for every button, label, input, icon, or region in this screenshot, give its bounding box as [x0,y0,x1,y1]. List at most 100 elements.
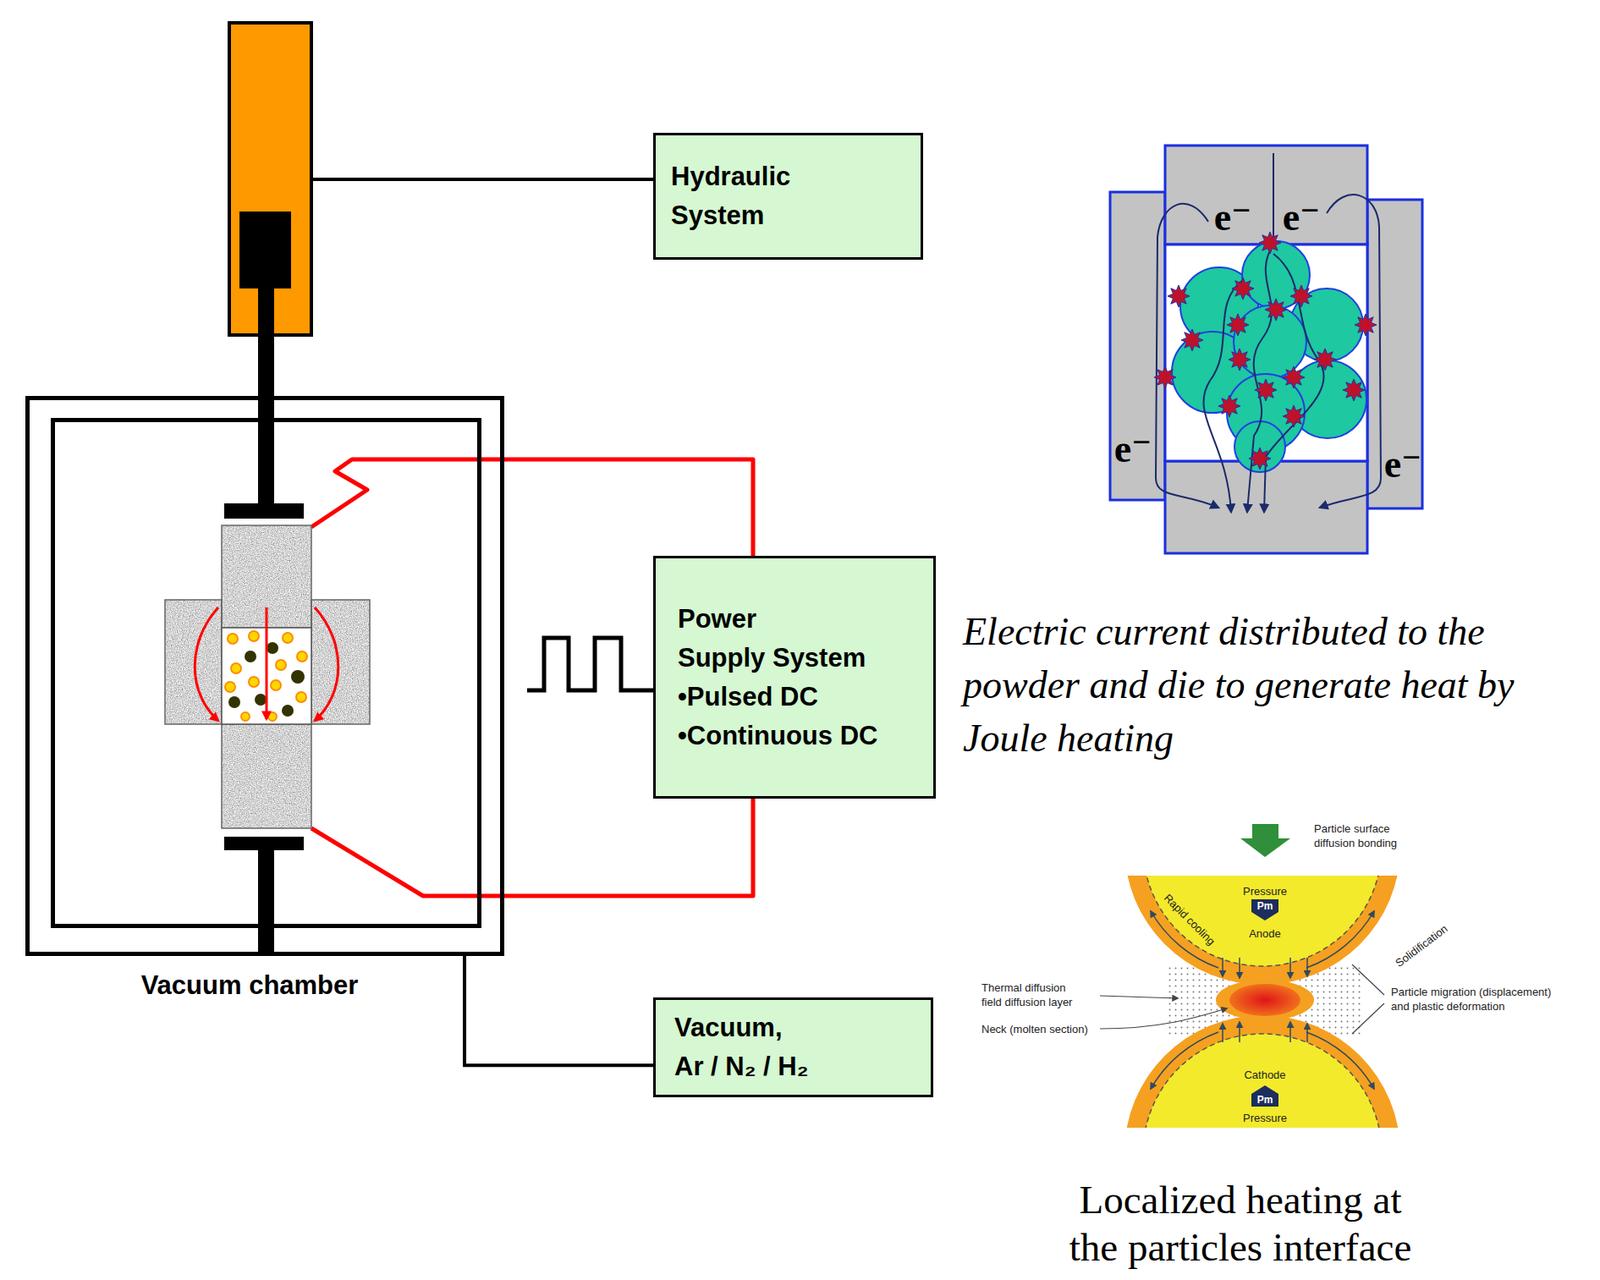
contact-spark [1342,379,1365,402]
label-anchor: Pressure [1242,884,1287,899]
die-wall [1367,199,1423,509]
pressure-badge [1251,1085,1279,1107]
node-title: Hydraulic System [670,157,791,236]
electron-symbol: e⁻ [1282,197,1321,237]
upper-platen [224,503,304,519]
annotation: Particle migration (displacement) and pl… [1391,984,1551,1014]
electron-symbol: e⁻ [1214,197,1253,237]
particle-core [1143,1033,1382,1128]
annotation: Thermal diffusion field diffusion layer [981,980,1073,1010]
connector [464,956,654,1066]
particle-boundary [1143,1033,1382,1128]
current-arrow [265,607,269,720]
annotation: Pressure [1242,884,1287,899]
annotation: Pressure [1242,1110,1287,1126]
power-wire [311,798,754,897]
flow-arrow [1306,957,1309,977]
label-anchor: Neck (molten section) [981,1022,1089,1037]
label-anchor: e⁻ [1282,197,1321,237]
contact-spark [1226,313,1249,336]
punch-outline [221,724,312,829]
powder-particle-dark [228,696,241,709]
lower-punch [221,724,312,829]
text-line: Joule heating [962,711,1515,765]
powder-particle-dark [244,650,257,663]
cathode-particle [1124,1015,1401,1128]
contact-spark [1282,366,1305,389]
current-arrow [194,607,219,721]
powder-particle [268,712,277,721]
press-rod [258,850,275,957]
pressure-badge [1251,899,1279,921]
flow-arrow [1221,957,1224,977]
node-item: •Continuous DC [677,716,878,756]
label-anchor: e⁻ [1114,429,1153,469]
text-line: Vacuum, [674,1008,809,1048]
caption: Electric current distributed to the powd… [962,604,1515,765]
flow-arrow [1150,1032,1219,1089]
particle [1234,421,1286,473]
contact-spark [1254,379,1277,402]
contact-spark [1259,231,1282,254]
text-line: Hydraulic [670,157,791,197]
particle-shell [1124,1015,1401,1128]
electrode-label: Cathode [1243,1067,1286,1083]
label-anchor: Pm [1257,900,1274,913]
contact-spark [1314,348,1337,371]
label-anchor: Anode [1248,926,1282,941]
chamber-inner-wall [50,417,482,929]
flow-arrow [1306,1023,1309,1043]
text-line: Ar / N₂ / H₂ [674,1047,809,1087]
flow-arrow [1289,957,1292,979]
particle-core [1143,875,1382,967]
particle-shell [1124,875,1401,985]
label-anchor: e⁻ [1214,197,1253,237]
die-wall [311,599,370,725]
label-anchor: Pressure [1242,1110,1287,1126]
flow-arrow [1289,1022,1292,1043]
label-anchor: Particle surface diffusion bonding [1314,821,1397,851]
flow-arrow [1221,1023,1224,1043]
power-wire [311,459,754,556]
label-anchor: Localized heating at the particles inter… [1069,1176,1412,1271]
vacuum-chamber: Vacuum chamber [25,395,505,957]
powder-particle [296,692,307,703]
text-line: diffusion bonding [1314,835,1397,851]
upper-punch [1165,145,1368,245]
annotation: Particle surface diffusion bonding [1314,821,1397,851]
electron-symbol: e⁻ [1384,445,1423,484]
powder-particle [248,631,259,642]
current-path [1272,153,1275,245]
node-title: Power Supply System [677,599,866,678]
contact-spark [1248,447,1271,470]
contact-spark [1264,298,1287,321]
powder-particle [230,663,242,674]
contact-spark [1181,329,1204,352]
contact-spark [1290,285,1313,308]
node-title: Vacuum, Ar / N₂ / H₂ [674,1008,809,1087]
anode-particle [1124,875,1401,985]
leader-line [1099,995,1178,999]
powder-particle [282,632,293,644]
leader-line [1352,1003,1385,1034]
powder-particle-dark [291,670,305,684]
text-line: field diffusion layer [981,995,1073,1010]
powder-particle-dark [254,693,267,706]
contact-spark [1354,313,1377,336]
process-box: Power Supply System•Pulsed DC•Continuous… [653,555,936,799]
electron-symbol: e⁻ [1114,429,1153,469]
label-anchor: Particle migration (displacement) and pl… [1391,984,1551,1014]
contact-spark [1218,395,1241,418]
label-anchor: Electric current distributed to the powd… [962,604,1515,765]
label-anchor: e⁻ [1384,445,1423,484]
current-path [1319,194,1381,508]
leader-line [1352,964,1385,996]
current-path [1247,244,1274,512]
text-line: powder and die to generate heat by [962,658,1515,712]
current-distribution-illustration [1110,145,1423,554]
flow-arrow [1306,1032,1375,1089]
text-line: Localized heating at [1069,1176,1412,1224]
pressure-symbol: Pm [1257,1094,1274,1106]
label-anchor: Thermal diffusion field diffusion layer [981,980,1073,1010]
